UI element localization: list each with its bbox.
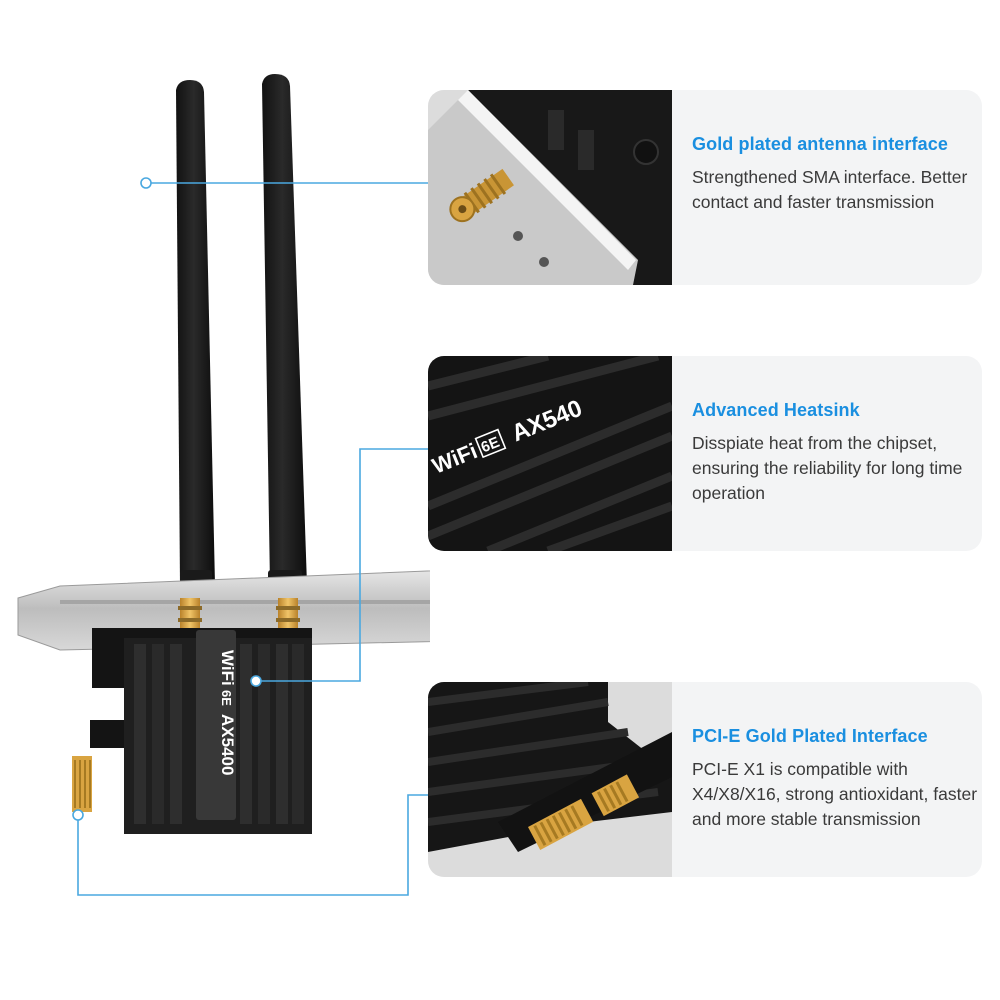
feature-description: Disspiate heat from the chipset, ensurin…: [692, 433, 963, 503]
pcie-gold-fingers: [72, 756, 92, 812]
feature-card-heatsink: WiFi 6E AX540 Advanced Heatsink Disspiat…: [428, 356, 982, 551]
feature-description: Strengthened SMA interface. Better conta…: [692, 167, 968, 212]
heatsink: [124, 630, 312, 834]
card-label-badge: 6E: [219, 690, 234, 706]
feature-title: PCI-E Gold Plated Interface: [692, 726, 928, 746]
feature-title: Gold plated antenna interface: [692, 134, 948, 154]
antenna-interface-thumbnail: [428, 90, 672, 285]
feature-description: PCI-E X1 is compatible with X4/X8/X16, s…: [692, 759, 978, 829]
wifi-card-product-image: WiFi 6E AX5400: [17, 74, 430, 834]
card-label: WiFi 6E AX5400: [218, 650, 237, 775]
sma-connector-left: [178, 598, 202, 630]
pcie-interface-thumbnail: [428, 682, 672, 877]
thumb-label-badge: 6E: [479, 434, 502, 457]
antenna-left: [176, 80, 215, 600]
feature-card-antenna: Gold plated antenna interface Strengthen…: [428, 90, 982, 285]
sma-connector-right: [276, 598, 300, 630]
feature-title: Advanced Heatsink: [692, 400, 860, 420]
card-label-brand: WiFi: [218, 650, 237, 686]
antenna-right: [262, 74, 307, 600]
feature-card-pcie: PCI-E Gold Plated Interface PCI-E X1 is …: [428, 682, 982, 877]
heatsink-thumbnail: WiFi 6E AX540: [428, 356, 672, 551]
card-label-model: AX5400: [218, 714, 237, 775]
